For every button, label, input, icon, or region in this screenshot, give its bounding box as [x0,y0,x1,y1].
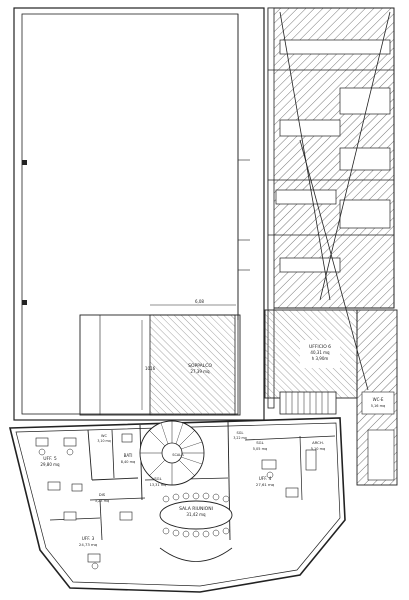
ufficio-main-name: UFFICIO 6 [309,344,331,350]
right-wing: WC-E 5,16 mq [356,309,398,486]
wc-small-name: WC [101,434,107,438]
sgl1-area: 3,22 mq [233,436,246,440]
sgl3-name: SGL [154,476,162,481]
bati-area: 8,40 mq [121,460,136,464]
ufficio-main-extra: h 3,90m [312,356,329,361]
arch-area: 5,10 mq [311,447,326,451]
sgl2-name: SGL [256,440,264,445]
spiral-stair: SCALA [139,420,205,486]
sgl2-area: 5,05 mq [253,447,268,451]
room-soppalco: SOPPALCO 27,39 mq [79,314,241,416]
soppalco-area: 27,39 mq [190,369,210,374]
sgl1-name: SGL [237,431,244,435]
hatched-structure [267,7,395,409]
ufficio-main-area: 40,31 mq [310,350,330,355]
sala-name: SALA RIUNIONI [179,506,213,512]
dis-name: DIS [99,492,106,497]
room-labels: UFF. 5 29,80 mq WC 3,10 mq BATI 8,40 mq … [40,431,325,547]
uff4-name: UFF. 4 [259,476,272,481]
arch-name: ARCH. [312,440,324,445]
sala-area: 31,42 mq [186,512,206,517]
room-ufficio-main: UFFICIO 6 40,31 mq h 3,90m [264,309,358,399]
wc-small-area: 3,10 mq [97,439,110,443]
uff3-area: 24,73 mq [79,542,98,547]
bati-name: BATI [124,453,133,458]
uff4-area: 27,61 mq [256,482,275,487]
uff5-area: 29,80 mq [40,462,60,467]
dimension-horizontal: 6,08 [195,299,204,304]
wc-right-area: 5,16 mq [371,404,386,408]
uff5-name: UFF. 5 [43,456,57,462]
meeting-table [159,492,233,562]
furniture [35,433,317,570]
dis-area: 3,23 mq [95,499,110,503]
uff3-name: UFF. 3 [82,536,95,541]
soppalco-name: SOPPALCO [188,363,212,369]
open-room [13,7,265,421]
scala-label: SCALA [172,453,184,457]
wc-right-name: WC-E [373,397,384,402]
straight-stair [279,391,337,415]
sgl3-area: 13,31 mq [150,483,167,487]
